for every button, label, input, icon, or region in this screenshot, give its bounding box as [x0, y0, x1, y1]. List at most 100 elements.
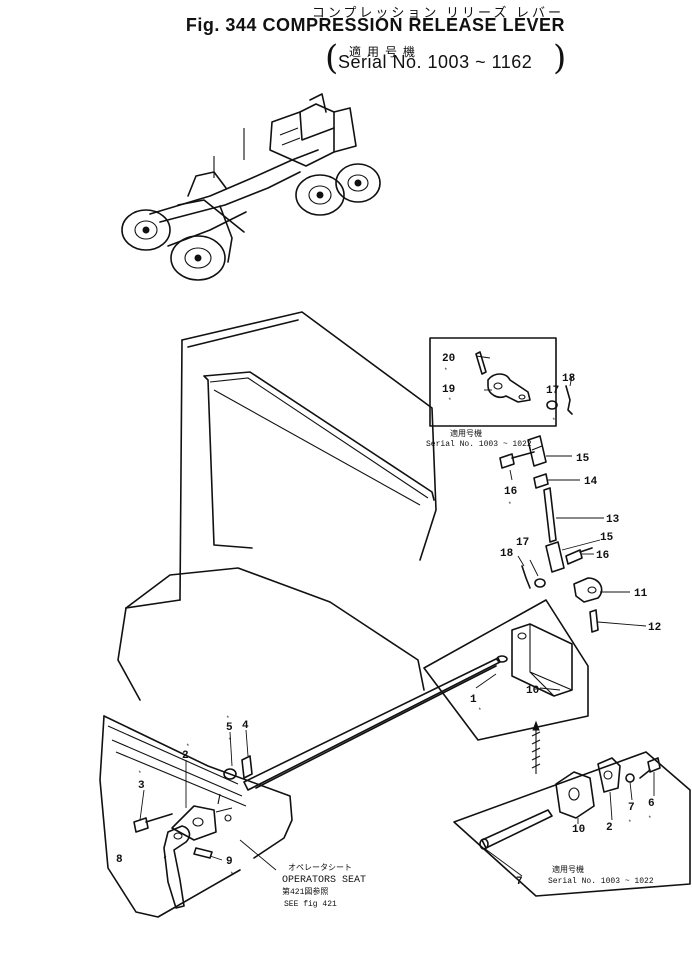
callout-10-middle: 10: [526, 685, 539, 697]
part-14-nut: [533, 473, 549, 489]
callout-18-lower: 18: [500, 548, 514, 560]
close-paren-glyph: ): [553, 38, 567, 78]
callout-2-left: 2: [182, 750, 189, 762]
seat-note-label: OPERATORS SEAT: [282, 875, 366, 886]
part-2-bracket: [171, 805, 217, 841]
callout-16-lower: 16: [596, 550, 609, 562]
callout-10-inset: 10: [572, 824, 585, 836]
inset-top-note: 適用号機 Serial No. 1003 ~ 1022: [426, 428, 532, 449]
seat-note-reference-japanese: 第421図参照: [282, 886, 328, 897]
grader-front-wheel-right: [170, 235, 226, 281]
left-assembly-extras: [215, 793, 233, 822]
callout-12: 12: [648, 622, 661, 634]
inset-box-bottom: [453, 751, 691, 897]
part-17-washer-lower: [534, 578, 546, 588]
star-mark: *: [138, 770, 142, 777]
part-7-washer-inset: [625, 773, 635, 783]
part-19-lever-arm: [487, 373, 531, 403]
part-15-clevis-top: [527, 435, 547, 467]
callout-13: 13: [606, 514, 620, 526]
callout-1: 1: [470, 694, 477, 706]
star-mark: *: [444, 367, 448, 374]
star-mark: *: [648, 815, 652, 822]
floor-and-seat-outline: [99, 567, 425, 918]
serial-range: Serial No. 1003 ~ 1162: [338, 52, 533, 72]
open-paren-glyph: (: [325, 38, 339, 78]
inset-bottom-serial: Serial No. 1003 ~ 1022: [548, 877, 654, 886]
part-9-pin: [193, 847, 213, 859]
star-mark: *: [448, 397, 452, 404]
callout-15-lower: 15: [600, 532, 614, 544]
star-mark: *: [508, 501, 512, 508]
part-2-bracket-inset: [597, 757, 621, 793]
grader-rear-wheel-1: [295, 174, 345, 216]
callout-18-top: 18: [562, 373, 576, 385]
star-mark: *: [228, 737, 232, 744]
callout-3: 3: [138, 780, 145, 792]
operators-seat-note: オペレータシート OPERATORS SEAT 第421図参照 SEE fig …: [282, 863, 366, 909]
inset-box-middle: [423, 599, 589, 741]
callout-2-inset: 2: [606, 822, 613, 834]
part-10-plate: [511, 623, 573, 697]
callout-16-top: 16: [504, 486, 517, 498]
callout-6: 6: [648, 798, 655, 810]
star-mark: *: [186, 743, 190, 750]
callout-20: 20: [442, 353, 455, 365]
part-17-washer-top: [546, 400, 558, 410]
part-4-bolt: [241, 755, 253, 779]
callout-7-inset: 7: [628, 802, 635, 814]
grader-front-wheel-left: [121, 209, 171, 251]
callout-8: 8: [116, 854, 123, 866]
title-japanese: コンプレッション リリーズ レバー: [311, 5, 564, 20]
star-mark: *: [226, 715, 230, 722]
part-20-pin: [475, 351, 487, 375]
seat-note-see-fig: SEE fig 421: [284, 900, 337, 909]
part-15-clevis-lower: [545, 541, 565, 573]
callout-7-rod: 7: [516, 876, 523, 888]
dash-panel-outline: [125, 311, 437, 609]
star-mark: *: [478, 707, 482, 714]
callout-17-lower: 17: [516, 537, 529, 549]
part-3-bolt: [133, 813, 173, 833]
part-11-lower-lever: [573, 577, 603, 603]
part-10-plate-inset: [555, 771, 595, 819]
inset-bottom-note: 適用号機 Serial No. 1003 ~ 1022: [548, 864, 654, 886]
seat-note-japanese: オペレータシート: [288, 863, 352, 873]
part-18-cotter-top: [565, 385, 573, 415]
inset-bottom-label-japanese: 適用号機: [552, 864, 584, 875]
grader-cab-and-engine: [269, 93, 357, 167]
star-mark: *: [628, 819, 632, 826]
callout-4: 4: [242, 720, 249, 732]
part-16-clevis-pin-lower: [565, 547, 593, 565]
callout-9: 9: [226, 856, 233, 868]
callout-5: 5: [226, 722, 233, 734]
star-mark: *: [552, 417, 556, 424]
part-6-bolt-inset: [639, 757, 661, 779]
part-7-rod-inset: [479, 809, 553, 850]
callout-15-top: 15: [576, 453, 590, 465]
part-13-connecting-rod: [543, 487, 557, 543]
star-mark: *: [230, 871, 234, 878]
callout-labels: 20 19 17 18 15 16 14 13 15 16 17 18 11 1…: [116, 353, 661, 888]
motor-grader-sketch: [121, 93, 381, 281]
part-16-clevis-pin-top: [499, 451, 535, 469]
grader-rear-wheel-2: [335, 163, 381, 203]
inset-top-label-japanese: 適用号機: [450, 428, 482, 439]
star-marks: * * * * * * * * * * * *: [138, 367, 652, 878]
part-8-hand-lever: [163, 825, 191, 909]
callout-14: 14: [584, 476, 598, 488]
part-1-rod: [243, 655, 508, 791]
figure-title: Fig. 344 COMPRESSION RELEASE LEVER: [185, 15, 565, 35]
part-18-cotter-lower: [521, 565, 531, 589]
return-spring: [531, 720, 541, 774]
inset-top-serial: Serial No. 1003 ~ 1022: [426, 440, 532, 449]
callout-17-top: 17: [546, 385, 559, 397]
leader-lines: [139, 355, 655, 877]
part-5-nut: [223, 768, 237, 780]
inset-box-top: [429, 337, 573, 427]
callout-19: 19: [442, 384, 455, 396]
callout-11: 11: [634, 588, 648, 600]
applicability-japanese: 適用号機: [349, 45, 422, 59]
